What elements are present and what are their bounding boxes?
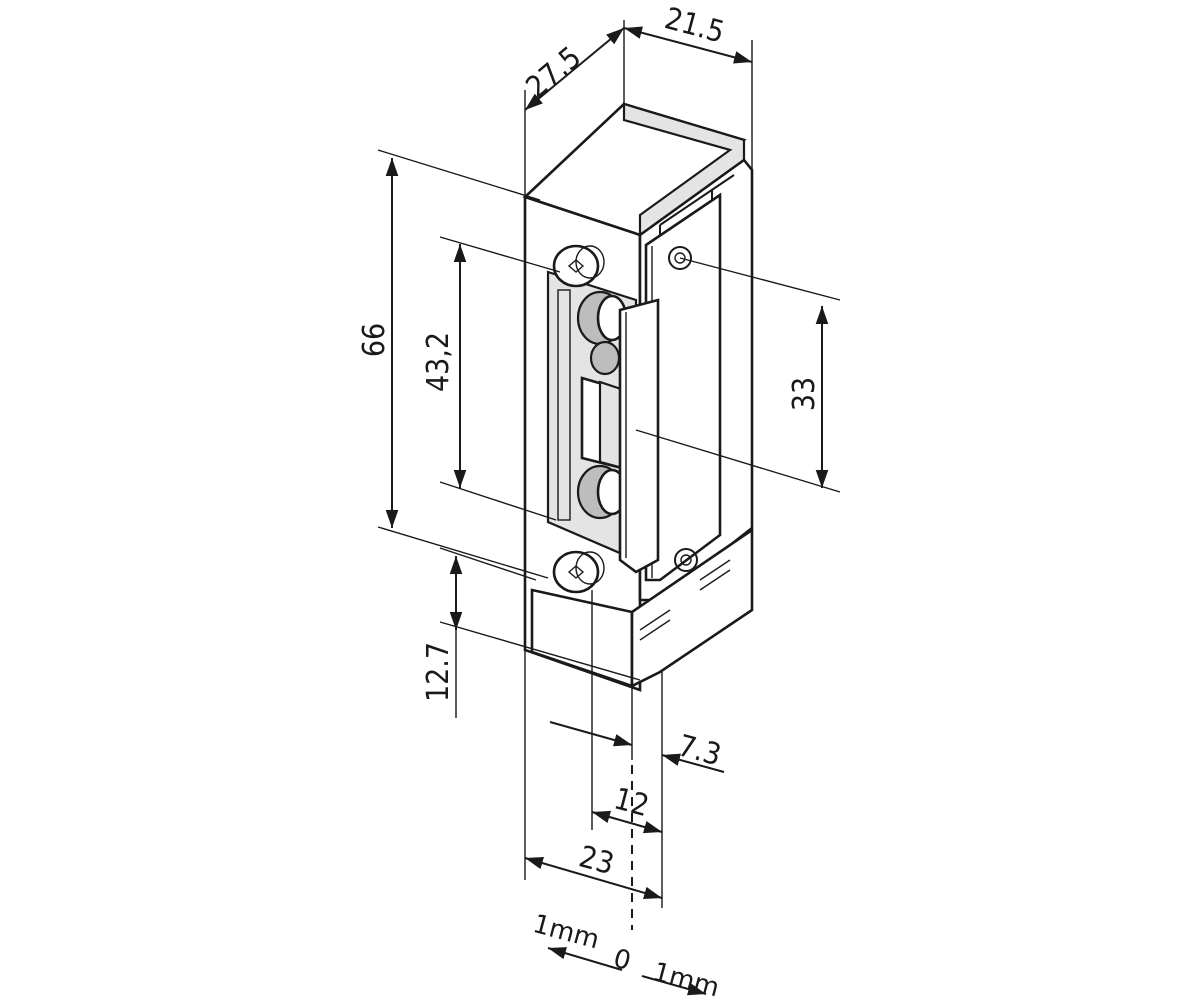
dimension-labels: 27.5 21.5 66 43,2 33 12.7 7.3 12 23 1mm … <box>357 1 822 1000</box>
adjust-left-label: 1mm <box>530 909 603 955</box>
strike-body <box>522 102 754 692</box>
dimension-lines <box>377 20 841 996</box>
lower-height-label: 12.7 <box>421 642 456 702</box>
offset-mid-label: 12 <box>610 781 652 824</box>
offset-small-label: 7.3 <box>674 728 725 773</box>
lower-front-screw-icon <box>552 550 605 594</box>
height-total-label: 66 <box>357 323 392 357</box>
screw-spacing-label: 33 <box>787 377 822 411</box>
top-lip <box>622 102 746 238</box>
middle-roller-icon <box>589 340 621 376</box>
adjust-right-label: 1mm <box>650 957 723 1000</box>
adjust-center-label: 0 <box>610 944 634 977</box>
swing-plate <box>618 298 660 574</box>
width-label: 21.5 <box>661 1 728 50</box>
height-latch-label: 43,2 <box>421 332 456 392</box>
upper-side-screw-icon <box>668 246 692 270</box>
lower-side-screw-icon <box>674 548 698 572</box>
offset-total-label: 23 <box>575 839 617 882</box>
lower-side <box>630 527 754 689</box>
upper-front-screw-icon <box>552 244 605 288</box>
depth-label: 27.5 <box>520 40 589 105</box>
